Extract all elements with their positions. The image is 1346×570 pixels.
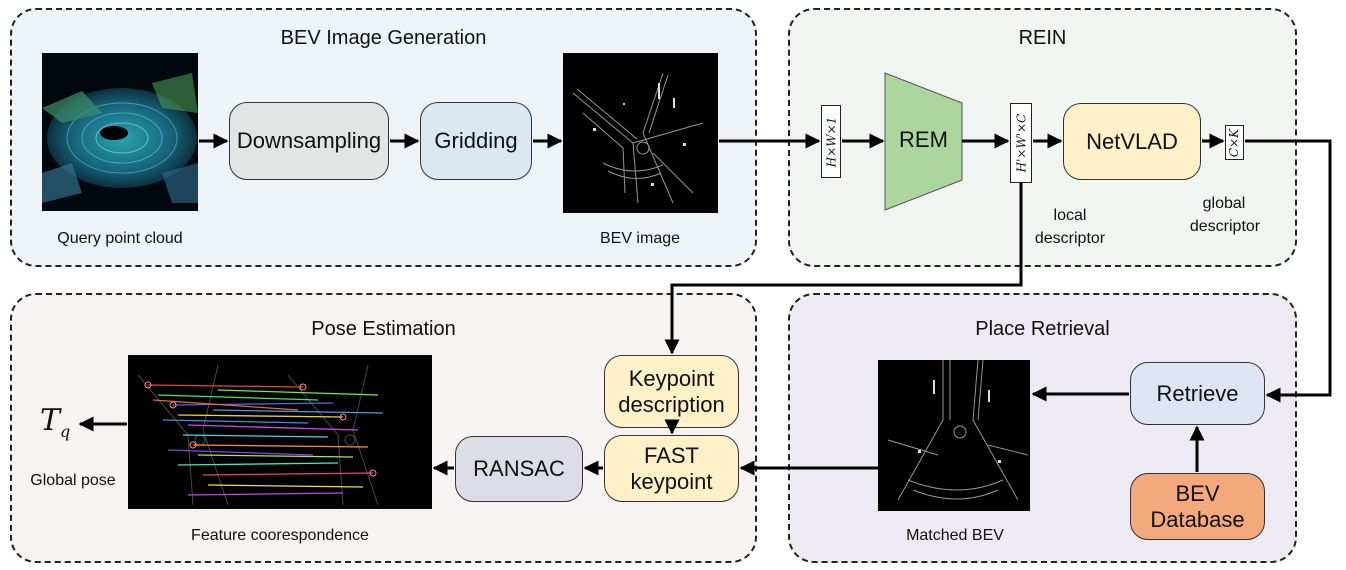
fast-keypoint-line1: FAST bbox=[643, 443, 699, 469]
keypoint-description-line1: Keypoint bbox=[628, 366, 715, 392]
local-descriptor-caption-1: local bbox=[1053, 207, 1087, 224]
bev-database-box: BEV Database bbox=[1130, 473, 1265, 540]
bev-image bbox=[563, 53, 718, 213]
feature-correspondence-image bbox=[128, 355, 432, 509]
local-dim-tag: H'×W'×C bbox=[1010, 103, 1032, 183]
bev-image-caption: BEV image bbox=[599, 230, 681, 247]
netvlad-box: NetVLAD bbox=[1063, 103, 1201, 180]
output-pose-symbol: Tq bbox=[40, 403, 71, 441]
keypoint-description-line2: description bbox=[618, 391, 725, 417]
global-dim-tag: C×K bbox=[1225, 125, 1244, 160]
local-descriptor-caption-2: descriptor bbox=[1034, 230, 1106, 247]
keypoint-description-box: Keypoint description bbox=[604, 355, 739, 428]
panel-title: BEV Image Generation bbox=[280, 27, 487, 49]
downsampling-box: Downsampling bbox=[229, 102, 389, 180]
fast-keypoint-line2: keypoint bbox=[630, 468, 713, 494]
global-descriptor-caption-2: descriptor bbox=[1189, 218, 1261, 235]
fast-keypoint-box: FAST keypoint bbox=[604, 435, 739, 502]
panel-title: REIN bbox=[1018, 27, 1067, 49]
input-dim-tag: H×W×1 bbox=[821, 105, 841, 178]
global-pose-caption: Global pose bbox=[30, 472, 116, 489]
ransac-box: RANSAC bbox=[455, 436, 583, 502]
feature-correspondence-caption: Feature coorespondence bbox=[191, 527, 369, 544]
query-point-cloud-image bbox=[42, 53, 198, 211]
matched-bev-caption: Matched BEV bbox=[906, 527, 1004, 544]
global-descriptor-caption-1: global bbox=[1202, 195, 1246, 212]
panel-title: Place Retrieval bbox=[975, 318, 1110, 340]
bev-database-line1: BEV bbox=[1175, 481, 1220, 507]
matched-bev-image bbox=[878, 360, 1030, 511]
retrieve-box: Retrieve bbox=[1130, 362, 1265, 425]
bev-database-line2: Database bbox=[1150, 506, 1245, 532]
gridding-box: Gridding bbox=[420, 102, 532, 180]
rem-label: REM bbox=[899, 127, 948, 153]
query-point-cloud-caption: Query point cloud bbox=[57, 230, 183, 247]
panel-title: Pose Estimation bbox=[311, 318, 456, 340]
